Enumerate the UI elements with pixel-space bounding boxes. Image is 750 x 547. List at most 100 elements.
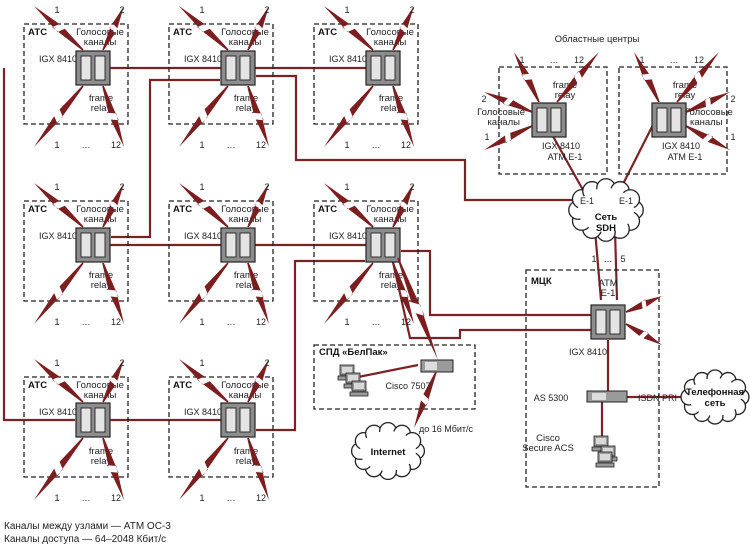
atc-node-8-igx-device-slot-right [239,407,251,433]
spd-box [313,344,476,410]
atc-node-4-num-bottom-1: 1 [54,317,59,327]
atc-node-8-igx-device-slot-left [225,407,237,433]
regional-node-2-igx-label: IGX 8410 [662,141,700,151]
atc-node-7-igx-label: IGX 8410 [39,407,77,417]
atc-node-2-bolt-bottom-left [179,85,229,147]
atc-node-1-igx-label: IGX 8410 [39,54,77,64]
atc-node-5-bolt-bottom-left [179,262,229,324]
acs-computer-3-base [595,462,615,468]
regional-node-2-num-top-1: 1 [639,55,644,65]
regional-node-1-igx-label: IGX 8410 [542,141,580,151]
link-sdh-to-mck-1 [593,229,603,301]
atc-node-1-bolt-bottom-left [34,85,84,147]
atc-node-3-num-bottom-dots: … [372,140,381,150]
regional-node-1-num-top-1: 1 [519,55,524,65]
isdn-label: ISDN PRI [638,393,677,403]
atc-node-8-bolt-bottom-left [179,437,229,500]
atc-node-5-bolt-top-left [179,183,229,228]
atc-node-7-num-bottom-1: 1 [54,493,59,503]
atc-node-2-box [168,23,274,125]
atc-node-8-num-bottom-1: 1 [199,493,204,503]
atc-node-7-frame-label-1: frame [89,446,113,457]
atc-node-1-frame-label-1: frame [89,93,113,104]
mck-num-dots: … [604,254,613,264]
atc-node-6-frame-label-1: frame [379,270,403,281]
atc-node-8-box [168,376,274,478]
acs-computer-3-screen [600,454,610,460]
atc-node-7-frame-label-2: relay [91,456,112,467]
atc-node-8-num-bottom-dots: … [227,493,236,503]
atc-node-7-igx-device-slot-right [94,407,106,433]
atc-node-4-bolt-top-right [102,183,124,228]
phone-label-2: сеть [705,398,726,409]
mck-atm-label: ATM [598,278,617,289]
link-sdh-to-mck-5 [613,229,619,301]
atc-node-8-voice-label-1: Голосовые [221,380,269,391]
mck-bolt-upper [625,296,662,313]
atc-node-6-igx-label: IGX 8410 [329,231,367,241]
atc-node-1-voice-label-1: Голосовые [76,27,124,38]
atc-node-6-num-bottom-12: 12 [401,317,411,327]
atc-node-2-igx-label: IGX 8410 [184,54,222,64]
mck-igx-device-slot-right [609,309,621,335]
mck-num-1: 1 [591,254,596,264]
atc-node-4-bolt-top-left [34,183,84,228]
atc-node-4-igx-device-slot-right [94,232,106,258]
regional-node-1-voice-label-1: Голосовые [477,107,525,118]
atc-node-1-num-bottom-1: 1 [54,140,59,150]
regional-node-1-voice-label-2: каналы [487,117,520,128]
internet-label: Internet [371,447,407,458]
atc-node-8-num-top-1: 1 [199,358,204,368]
regional-node-1-num-top-12: 12 [574,55,584,65]
atc-node-2-num-bottom-12: 12 [256,140,266,150]
regional-node-2-voice-label-1: Голосовые [685,107,733,118]
atc-node-6-bolt-top-right [392,183,414,228]
atc-node-5-bolt-bottom-right [247,262,269,324]
link-left-trunk [2,68,75,422]
cisco7507-label: Cisco 7507 [385,381,430,391]
atc-node-8-igx-label: IGX 8410 [184,407,222,417]
regional-node-2-num-side-2: 2 [730,94,735,104]
regional-node-2-frame-label-2: relay [675,90,696,101]
atc-node-1-box [23,23,129,125]
atc-node-1-num-top-2: 2 [119,5,124,15]
atc-node-7-bolt-bottom-right [102,437,124,500]
as5300-label: AS 5300 [534,393,569,403]
regional-node-2-bolt-top-12 [676,52,719,103]
legend-access-links: Каналы доступа — 64–2048 Кбит/с [4,534,167,545]
atc-node-5-igx-device-slot-left [225,232,237,258]
atc-node-2-voice-label-1: Голосовые [221,27,269,38]
atc-node-1-bolt-bottom-right [102,85,124,147]
atc-node-5-atc-label: АТС [173,204,192,215]
atc-node-3-num-top-1: 1 [344,5,349,15]
acs-computer-2-screen [603,448,613,454]
atc-node-5-frame-label-2: relay [236,280,257,291]
atc-node-1-atc-label: АТС [28,27,47,38]
atc-node-3-voice-label-1: Голосовые [366,27,414,38]
atc-node-7-bolt-top-left [34,359,84,403]
as5300-device [586,390,628,403]
atc-node-4-bolt-bottom-left [34,262,84,324]
atc-node-6-voice-label-2: каналы [374,214,407,225]
link-spd-lan [357,363,419,379]
atc-node-6-bolt-top-left [324,183,374,228]
atc-node-8-frame-label-1: frame [234,446,258,457]
spd-computer-3-screen [354,383,364,389]
atc-node-3-igx-device-slot-left [370,55,382,81]
atc-node-1-num-top-1: 1 [54,5,59,15]
spd-computer-2-screen [348,375,358,381]
atc-node-8-num-top-2: 2 [264,358,269,368]
atc-node-2-atc-label: АТС [173,27,192,38]
sdh-label-2: SDH [596,223,616,234]
atc-node-7-num-top-1: 1 [54,358,59,368]
regional-node-2-num-side-1: 1 [730,132,735,142]
atc-node-3-num-top-2: 2 [409,5,414,15]
regional-node-2-igx-device-slot-right [670,107,682,133]
atc-node-1-frame-label-2: relay [91,103,112,114]
regional-node-1-box [498,66,608,175]
atc-node-8-voice-label-2: каналы [229,390,262,401]
atc-node-7-bolt-top-right [102,359,124,403]
atc-node-2-bolt-bottom-right [247,85,269,147]
mck-bolt-lower [625,323,662,345]
atc-node-6-frame-label-2: relay [381,280,402,291]
